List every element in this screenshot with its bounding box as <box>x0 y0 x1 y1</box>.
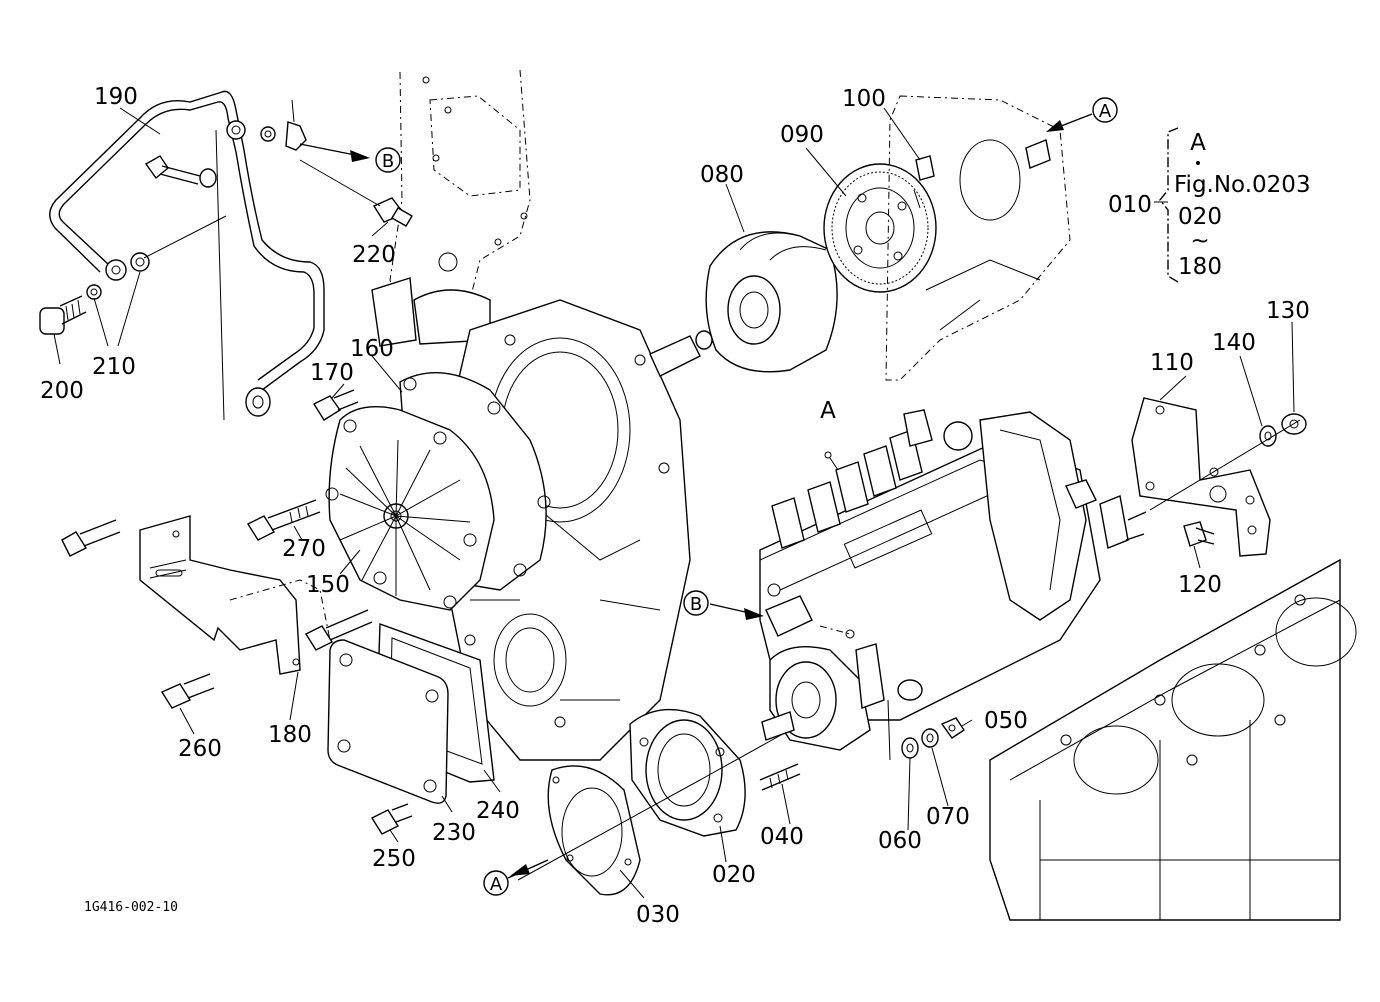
label-200: 200 <box>40 378 84 404</box>
range-tilde: ~ <box>1190 228 1209 254</box>
idler-080 <box>705 231 838 373</box>
engine-block <box>989 558 1357 921</box>
bolt-170 <box>312 389 359 421</box>
callout-a-bottom: A <box>483 859 549 896</box>
label-110: 110 <box>1150 350 1194 376</box>
label-050: 050 <box>984 708 1028 734</box>
callout-a-top: A <box>1046 97 1118 132</box>
label-030: 030 <box>636 902 680 928</box>
pump-marker-a-label: A <box>820 398 836 424</box>
label-210: 210 <box>92 354 136 380</box>
washer-060 <box>901 737 919 759</box>
label-130: 130 <box>1266 298 1310 324</box>
bolt-260 <box>160 673 215 709</box>
label-120: 120 <box>1178 572 1222 598</box>
label-150: 150 <box>306 572 350 598</box>
label-140: 140 <box>1212 330 1256 356</box>
range-end: 180 <box>1178 254 1222 280</box>
label-240: 240 <box>476 798 520 824</box>
callout-b-top-label: B <box>382 151 394 172</box>
bolt-mid-left <box>304 609 373 651</box>
label-060: 060 <box>878 828 922 854</box>
bolt-270 <box>246 499 321 541</box>
fan-plate-150 <box>325 405 495 611</box>
gear-090 <box>823 163 937 293</box>
label-170: 170 <box>310 360 354 386</box>
leader-lines <box>53 107 1295 899</box>
callout-b-pump: B <box>683 590 764 620</box>
callout-a-top-label: A <box>1099 101 1112 122</box>
bolt-250 <box>370 803 413 835</box>
ref-bullet: • <box>1194 156 1202 172</box>
label-250: 250 <box>372 846 416 872</box>
range-start: 020 <box>1178 204 1222 230</box>
gear-case-outline <box>371 69 531 347</box>
pump-marker-a: A <box>820 398 836 424</box>
washer-bolt-group-top-left <box>86 99 307 300</box>
bracket-110 <box>1131 397 1271 557</box>
label-020: 020 <box>712 862 756 888</box>
label-070: 070 <box>926 804 970 830</box>
cover-230 <box>327 639 449 804</box>
bolt-100 <box>913 155 935 209</box>
nut-050 <box>940 717 965 739</box>
label-260: 260 <box>178 736 222 762</box>
part-labels: 190 210 200 220 160 170 270 150 260 180 … <box>40 84 1310 928</box>
callout-b-top: B <box>299 143 401 173</box>
label-220: 220 <box>352 242 396 268</box>
gasket-030 <box>547 765 641 896</box>
reference-box: A • Fig.No.0203 020 ~ 180 <box>1154 127 1311 283</box>
label-040: 040 <box>760 824 804 850</box>
label-010: 010 <box>1108 192 1152 218</box>
nipple-220 <box>299 159 413 227</box>
label-090: 090 <box>780 122 824 148</box>
label-160: 160 <box>350 336 394 362</box>
bolt-left-bracket <box>61 519 121 557</box>
bracket-180 <box>139 515 331 675</box>
label-270: 270 <box>282 536 326 562</box>
callout-a-bottom-label: A <box>490 874 503 895</box>
label-180: 180 <box>268 722 312 748</box>
label-230: 230 <box>432 820 476 846</box>
callout-b-pump-label: B <box>690 594 702 615</box>
washer-140 <box>1259 425 1277 447</box>
label-100: 100 <box>842 86 886 112</box>
label-080: 080 <box>700 162 744 188</box>
rear-gear-case <box>885 95 1071 381</box>
fig-ref: Fig.No.0203 <box>1174 172 1311 198</box>
bolt-120 <box>1183 521 1215 547</box>
washer-070 <box>921 728 939 748</box>
injection-pump <box>759 409 1147 761</box>
drawing-number: 1G416-002-10 <box>84 900 178 915</box>
stud-040 <box>759 763 801 791</box>
shaft-080 <box>649 330 713 377</box>
fuel-pipe-190 <box>49 90 325 421</box>
plate-020 <box>629 708 746 837</box>
bolt-200 <box>39 295 87 335</box>
ref-letter: A <box>1190 130 1206 156</box>
label-190: 190 <box>94 84 138 110</box>
